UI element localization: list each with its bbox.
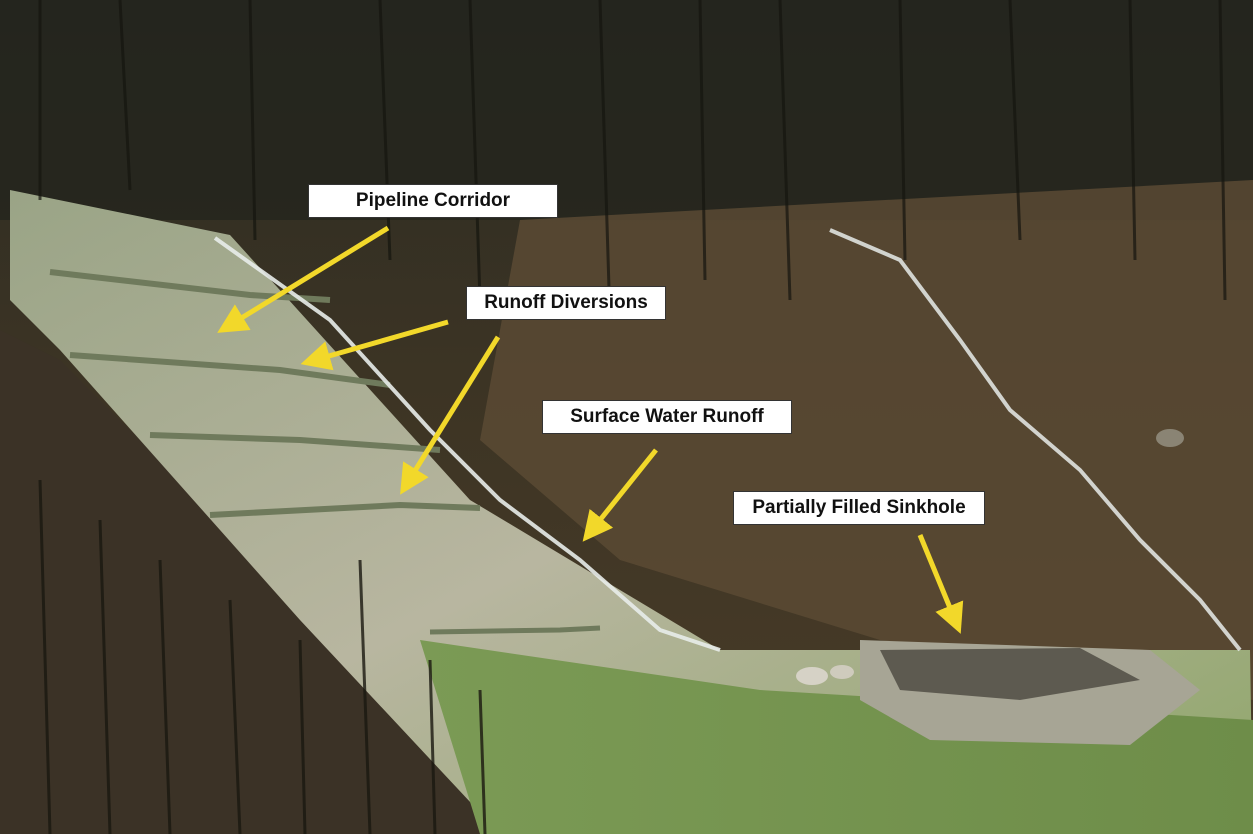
label-runoff-diversions: Runoff Diversions (466, 286, 666, 320)
label-partially-filled-sinkhole: Partially Filled Sinkhole (733, 491, 985, 525)
label-pipeline-corridor: Pipeline Corridor (308, 184, 558, 218)
label-surface-water-runoff: Surface Water Runoff (542, 400, 792, 434)
